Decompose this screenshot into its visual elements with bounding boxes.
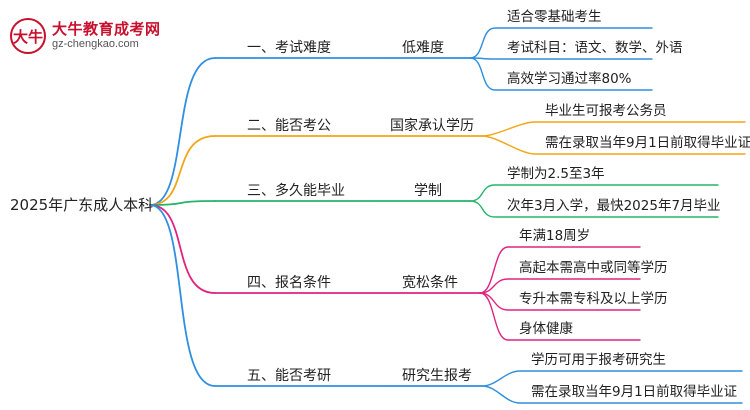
- branch-5-label: 五、能否考研: [247, 368, 331, 384]
- connector-branch-4-leaf-2: [479, 278, 641, 294]
- connector-branch-4-leaf-4: [479, 292, 641, 341]
- site-logo[interactable]: 大牛 大牛教育成考网 gz-chengkao.com: [10, 16, 210, 56]
- logo-badge-icon: 大牛: [10, 18, 46, 54]
- connector-root-branch-4: [149, 204, 216, 294]
- connector-branch-2-leaf-2: [481, 135, 746, 155]
- branch-1-label: 一、考试难度: [247, 40, 331, 56]
- branch-3-leaf-1: 学制为2.5至3年: [507, 166, 605, 182]
- connector-root-branch-3: [149, 200, 216, 206]
- branch-1-leaf-1: 适合零基础考生: [507, 9, 602, 25]
- branch-2-sub: 国家承认学历: [390, 118, 474, 134]
- logo-title: 大牛教育成考网: [52, 20, 161, 38]
- branch-5-leaf-2: 需在录取当年9月1日前取得毕业证: [531, 384, 738, 400]
- branch-4-leaf-1: 年满18周岁: [519, 228, 591, 244]
- connector-branch-3-leaf-2: [469, 200, 719, 218]
- connector-branch-4-leaf-1: [479, 246, 641, 294]
- branch-3-label: 三、多久能毕业: [247, 183, 345, 199]
- branch-4-leaf-4: 身体健康: [519, 321, 573, 337]
- connector-branch-5-leaf-2: [481, 385, 743, 404]
- branch-4-label: 四、报名条件: [247, 275, 331, 291]
- branch-2-leaf-2: 需在录取当年9月1日前取得毕业证: [545, 135, 750, 151]
- branch-3-sub: 学制: [414, 183, 442, 199]
- branch-4-leaf-3: 专升本需专科及以上学历: [519, 291, 668, 307]
- connector-branch-1-leaf-3: [469, 57, 653, 91]
- connector-root-branch-5: [149, 204, 216, 387]
- branch-5-leaf-1: 学历可用于报考研究生: [531, 352, 666, 368]
- connector-root-branch-2: [149, 135, 216, 206]
- branch-1-sub: 低难度: [402, 40, 444, 56]
- connector-branch-5-leaf-1: [481, 370, 743, 387]
- branch-2-label: 二、能否考公: [247, 118, 331, 134]
- connector-branch-2-leaf-1: [481, 121, 746, 137]
- branch-5-sub: 研究生报考: [402, 368, 472, 384]
- connector-branch-3-leaf-1: [469, 184, 719, 202]
- root-node: 2025年广东成人本科: [10, 196, 154, 214]
- connector-branch-1-leaf-2: [469, 57, 653, 60]
- branch-3-leaf-2: 次年3月入学，最快2025年7月毕业: [507, 198, 721, 214]
- logo-url: gz-chengkao.com: [52, 38, 139, 50]
- connector-root-branch-1: [149, 57, 216, 206]
- branch-1-leaf-3: 高效学习通过率80%: [507, 71, 632, 87]
- branch-1-leaf-2: 考试科目：语文、数学、外语: [507, 40, 683, 56]
- branch-2-leaf-1: 毕业生可报考公务员: [545, 103, 667, 119]
- branch-4-leaf-2: 高起本需高中或同等学历: [519, 260, 668, 276]
- connector-branch-1-leaf-1: [469, 27, 653, 59]
- branch-4-sub: 宽松条件: [402, 275, 458, 291]
